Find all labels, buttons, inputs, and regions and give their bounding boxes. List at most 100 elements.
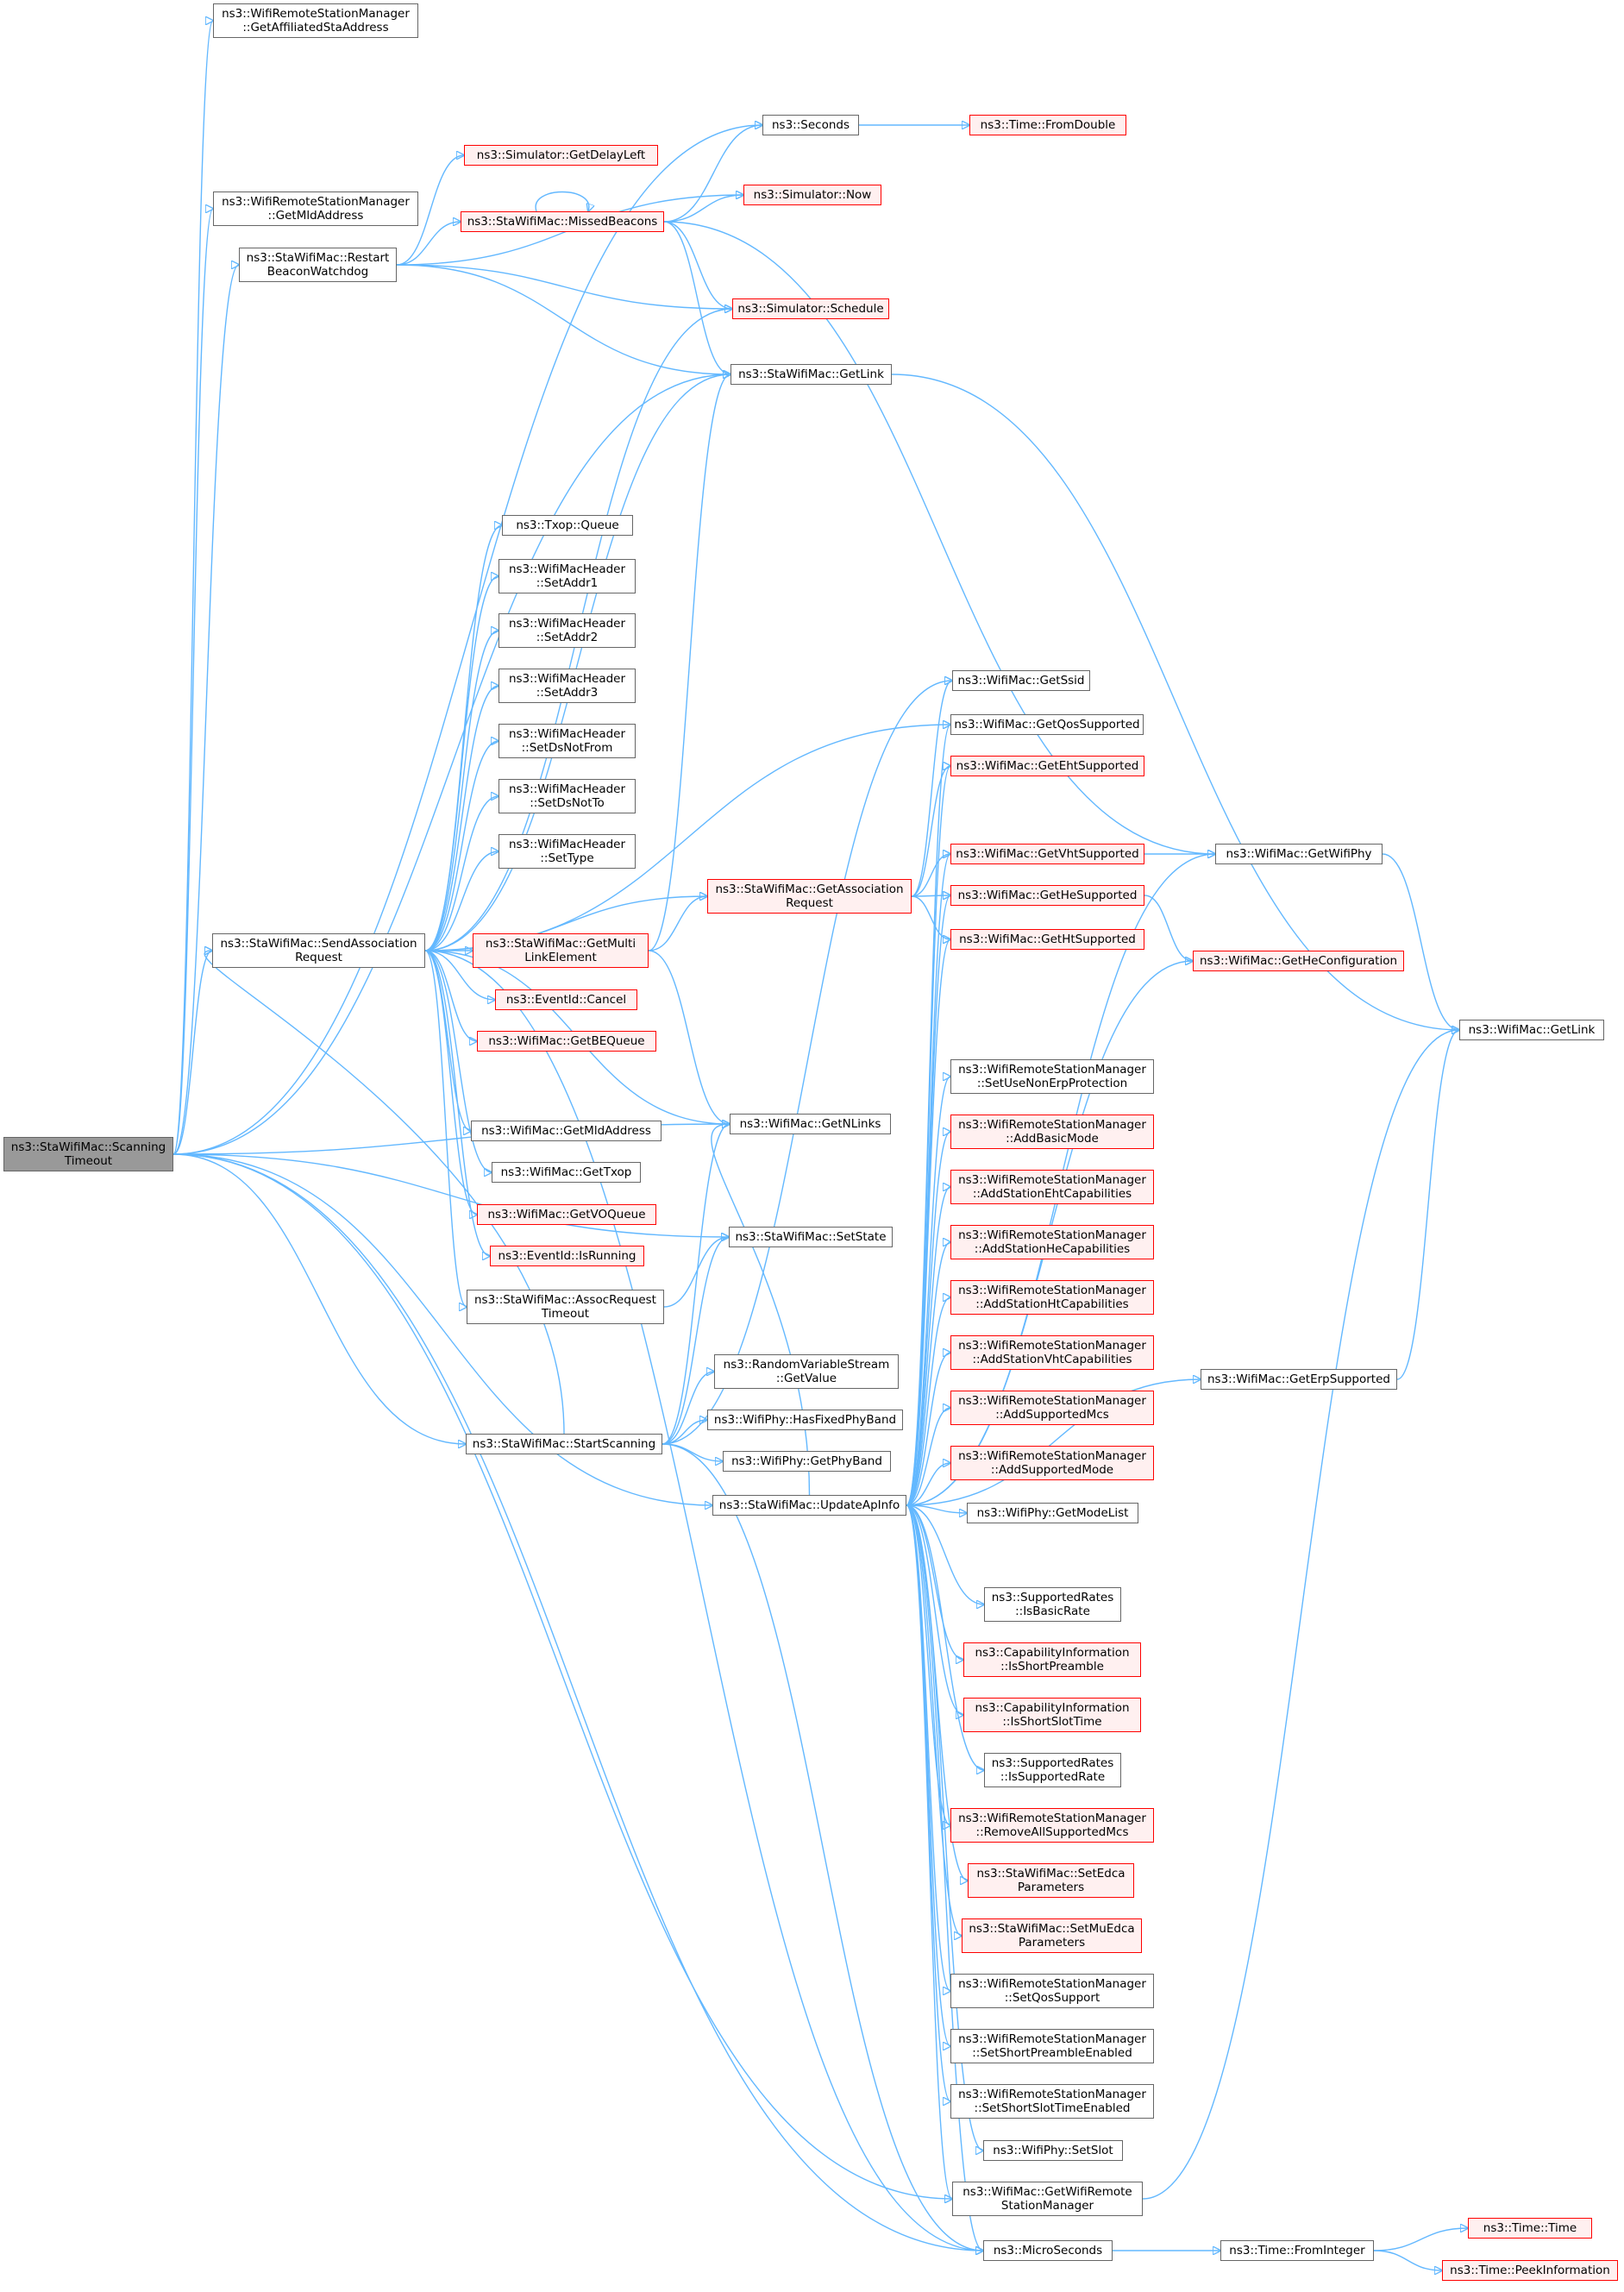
edge-update_ap_info-to-add_station_vht_capabilities — [906, 1353, 950, 1506]
node-add-basic-mode[interactable]: ns3::WifiRemoteStationManager::AddBasicM… — [950, 1115, 1154, 1149]
node-label-line: ns3::WifiMac::GetNLinks — [739, 1117, 881, 1131]
node-missed-beacons[interactable]: ns3::StaWifiMac::MissedBeacons — [461, 211, 664, 232]
node-get-erp-supported[interactable]: ns3::WifiMac::GetErpSupported — [1201, 1369, 1397, 1390]
node-set-short-preamble-enabled[interactable]: ns3::WifiRemoteStationManager::SetShortP… — [950, 2029, 1154, 2063]
node-has-fixed-phy-band[interactable]: ns3::WifiPhy::HasFixedPhyBand — [707, 1410, 903, 1430]
node-set-addr1[interactable]: ns3::WifiMacHeader::SetAddr1 — [498, 559, 636, 593]
node-simulator-now[interactable]: ns3::Simulator::Now — [743, 185, 881, 205]
node-label-line: ns3::WifiRemoteStationManager — [958, 2032, 1146, 2046]
node-get-mode-list[interactable]: ns3::WifiPhy::GetModeList — [967, 1503, 1138, 1523]
node-add-station-he-capabilities[interactable]: ns3::WifiRemoteStationManager::AddStatio… — [950, 1225, 1154, 1259]
node-update-ap-info[interactable]: ns3::StaWifiMac::UpdateApInfo — [712, 1495, 906, 1516]
node-set-slot[interactable]: ns3::WifiPhy::SetSlot — [983, 2140, 1123, 2161]
node-get-be-queue[interactable]: ns3::WifiMac::GetBEQueue — [477, 1031, 656, 1052]
node-get-affiliated-sta-address[interactable]: ns3::WifiRemoteStationManager::GetAffili… — [213, 3, 418, 38]
node-add-supported-mode[interactable]: ns3::WifiRemoteStationManager::AddSuppor… — [950, 1446, 1154, 1480]
node-add-supported-mcs[interactable]: ns3::WifiRemoteStationManager::AddSuppor… — [950, 1391, 1154, 1425]
node-is-basic-rate[interactable]: ns3::SupportedRates::IsBasicRate — [984, 1587, 1121, 1622]
node-is-short-preamble[interactable]: ns3::CapabilityInformation::IsShortPream… — [963, 1642, 1141, 1677]
node-get-ht-supported[interactable]: ns3::WifiMac::GetHtSupported — [950, 929, 1144, 950]
node-is-supported-rate[interactable]: ns3::SupportedRates::IsSupportedRate — [984, 1753, 1121, 1787]
edge-get_erp_supported-to-wifimac_get_link — [1396, 1030, 1459, 1380]
node-txop-queue[interactable]: ns3::Txop::Queue — [502, 515, 633, 536]
node-label-line: ns3::Simulator::Schedule — [737, 302, 884, 316]
edge-update_ap_info-to-set_qos_support — [906, 1504, 950, 1991]
node-add-station-vht-capabilities[interactable]: ns3::WifiRemoteStationManager::AddStatio… — [950, 1335, 1154, 1370]
edge-update_ap_info-to-is_short_slot_time — [906, 1504, 963, 1715]
edge-get_wifi_remote_station_manager-to-wifimac_get_link — [1142, 1030, 1459, 2200]
node-get-mld-address-mgr[interactable]: ns3::WifiRemoteStationManager::GetMldAdd… — [213, 192, 418, 226]
node-get-he-configuration[interactable]: ns3::WifiMac::GetHeConfiguration — [1193, 951, 1404, 971]
edge-scanning_timeout-to-sta_get_link — [172, 374, 730, 1155]
edge-update_ap_info-to-add_supported_mcs — [906, 1408, 950, 1506]
node-random-get-value[interactable]: ns3::RandomVariableStream::GetValue — [714, 1354, 899, 1389]
node-time-peek-information[interactable]: ns3::Time::PeekInformation — [1442, 2260, 1618, 2281]
node-set-qos-support[interactable]: ns3::WifiRemoteStationManager::SetQosSup… — [950, 1974, 1154, 2008]
node-get-he-supported[interactable]: ns3::WifiMac::GetHeSupported — [950, 885, 1144, 906]
node-simulator-schedule[interactable]: ns3::Simulator::Schedule — [732, 298, 889, 319]
node-label-line: ::AddBasicMode — [1006, 1132, 1099, 1146]
node-start-scanning[interactable]: ns3::StaWifiMac::StartScanning — [466, 1434, 662, 1454]
node-label-line: ns3::WifiRemoteStationManager — [958, 1228, 1146, 1242]
node-sta-get-link[interactable]: ns3::StaWifiMac::GetLink — [730, 364, 892, 385]
node-is-short-slot-time[interactable]: ns3::CapabilityInformation::IsShortSlotT… — [963, 1698, 1141, 1732]
node-wifimac-get-link[interactable]: ns3::WifiMac::GetLink — [1459, 1020, 1604, 1040]
node-set-use-non-erp-protection[interactable]: ns3::WifiRemoteStationManager::SetUseNon… — [950, 1059, 1154, 1094]
node-label-line: ns3::StaWifiMac::SetEdca — [976, 1867, 1126, 1881]
node-time-from-double[interactable]: ns3::Time::FromDouble — [969, 115, 1126, 135]
edge-send_association_request-to-sta_get_link — [424, 374, 730, 951]
node-get-qos-supported[interactable]: ns3::WifiMac::GetQosSupported — [950, 714, 1144, 735]
node-get-vo-queue[interactable]: ns3::WifiMac::GetVOQueue — [477, 1204, 656, 1225]
edge-scanning_timeout-to-update_ap_info — [172, 1153, 712, 1505]
node-get-vht-supported[interactable]: ns3::WifiMac::GetVhtSupported — [950, 844, 1144, 864]
node-eventid-cancel[interactable]: ns3::EventId::Cancel — [495, 989, 637, 1010]
node-get-wifi-phy[interactable]: ns3::WifiMac::GetWifiPhy — [1215, 844, 1383, 864]
node-label-line: ::SetShortPreambleEnabled — [972, 2046, 1132, 2060]
node-remove-all-supported-mcs[interactable]: ns3::WifiRemoteStationManager::RemoveAll… — [950, 1808, 1154, 1843]
node-set-state[interactable]: ns3::StaWifiMac::SetState — [729, 1227, 893, 1247]
edge-scanning_timeout-to-get_affiliated_sta_address — [172, 21, 213, 1155]
edge-missed_beacons-to-sta_get_link — [663, 221, 730, 374]
node-get-ssid[interactable]: ns3::WifiMac::GetSsid — [952, 670, 1090, 691]
node-time-time[interactable]: ns3::Time::Time — [1468, 2218, 1592, 2239]
node-get-eht-supported[interactable]: ns3::WifiMac::GetEhtSupported — [950, 756, 1144, 776]
node-get-delay-left[interactable]: ns3::Simulator::GetDelayLeft — [464, 145, 658, 166]
node-set-ds-not-to[interactable]: ns3::WifiMacHeader::SetDsNotTo — [498, 779, 636, 813]
node-get-txop[interactable]: ns3::WifiMac::GetTxop — [492, 1162, 641, 1183]
node-set-short-slot-time-enabled[interactable]: ns3::WifiRemoteStationManager::SetShortS… — [950, 2084, 1154, 2119]
node-wifimac-get-mld-address[interactable]: ns3::WifiMac::GetMldAddress — [471, 1121, 662, 1141]
node-set-addr2[interactable]: ns3::WifiMacHeader::SetAddr2 — [498, 613, 636, 648]
node-time-from-integer[interactable]: ns3::Time::FromInteger — [1220, 2240, 1374, 2261]
node-label-line: ns3::WifiMac::GetVhtSupported — [956, 847, 1139, 861]
node-add-station-ht-capabilities[interactable]: ns3::WifiRemoteStationManager::AddStatio… — [950, 1280, 1154, 1315]
node-seconds[interactable]: ns3::Seconds — [762, 115, 859, 135]
node-get-phy-band[interactable]: ns3::WifiPhy::GetPhyBand — [723, 1451, 891, 1472]
node-label-line: ns3::EventId::Cancel — [505, 993, 627, 1007]
node-eventid-is-running[interactable]: ns3::EventId::IsRunning — [490, 1246, 644, 1266]
node-label-line: ns3::StaWifiMac::SetMuEdca — [969, 1922, 1135, 1936]
node-set-ds-not-from[interactable]: ns3::WifiMacHeader::SetDsNotFrom — [498, 724, 636, 758]
node-set-type[interactable]: ns3::WifiMacHeader::SetType — [498, 834, 636, 869]
node-add-station-eht-capabilities[interactable]: ns3::WifiRemoteStationManager::AddStatio… — [950, 1170, 1154, 1204]
node-micro-seconds[interactable]: ns3::MicroSeconds — [983, 2240, 1113, 2261]
node-label-line: ns3::WifiRemoteStationManager — [958, 1449, 1146, 1463]
node-label-line: ns3::SupportedRates — [991, 1756, 1114, 1770]
edge-send_association_request-to-set_addr3 — [424, 686, 498, 951]
node-get-n-links[interactable]: ns3::WifiMac::GetNLinks — [730, 1114, 891, 1134]
edge-start_scanning-to-set_state — [662, 1237, 729, 1445]
node-label-line: ns3::WifiMac::GetTxop — [500, 1165, 632, 1179]
node-label-line: ns3::Time::Time — [1483, 2221, 1577, 2235]
node-label-line: ::IsShortPreamble — [1000, 1660, 1104, 1673]
node-label-line: ns3::WifiMac::GetWifiPhy — [1226, 847, 1372, 861]
node-label-line: ::SetAddr3 — [536, 686, 599, 700]
node-set-addr3[interactable]: ns3::WifiMacHeader::SetAddr3 — [498, 669, 636, 703]
